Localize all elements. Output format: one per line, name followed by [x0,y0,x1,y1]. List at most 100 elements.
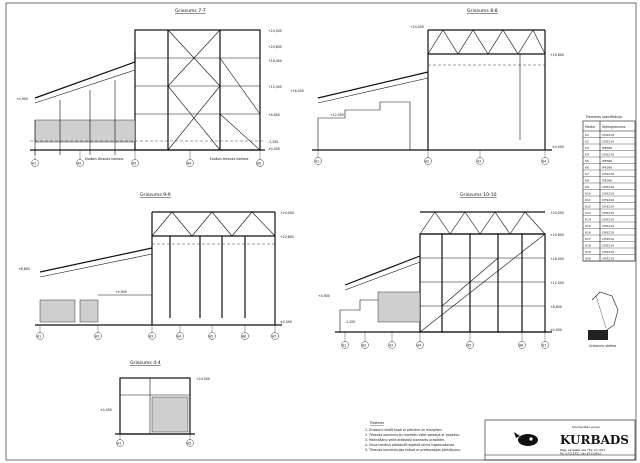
axis-label: A3 [389,344,393,348]
table-cell-section: IPE360 [602,178,612,182]
section-title: Griezums 9-9 [140,192,171,198]
level-mark: +12,000 [268,85,282,89]
table-cell-section: CHS219 [602,204,614,208]
level-mark: +24,000 [268,29,282,33]
axis-label: A1 [117,442,121,446]
level-mark: +24,000 [196,377,210,381]
table-cell-mark: K1 [585,133,589,137]
table-cell-mark: K2 [585,139,589,143]
axis-label: A2 [425,160,429,164]
table-cell-mark: K4 [585,152,589,156]
level-mark: +16,000 [268,59,282,63]
table-header: Marka [585,125,595,129]
level-mark: +8,800 [268,113,280,117]
axis-label: A7 [272,335,276,339]
table-cell-section: CHS219 [602,185,614,189]
axis-label: A2 [362,344,366,348]
table-cell-mark: K15 [585,224,591,228]
key-plan-label: Griezumu shēma [589,344,616,348]
table-cell-mark: K6 [585,165,589,169]
table-cell-section: CHS219 [602,237,614,241]
section-8-8: Griezums 8-8 +24,000 +20,800 +16,000 +12… [290,8,564,165]
table-cell-mark: K10 [585,191,591,195]
level-mark: +20,800 [550,233,564,237]
level-mark: +16,000 [550,257,564,261]
axis-label: A2 [77,162,81,166]
level-mark: ±0,000 [268,147,280,151]
section-title: Griezums 4-4 [130,360,161,366]
callout-note: Esošais tērauda karkass [85,157,124,161]
level-mark: +20,800 [280,235,294,239]
level-mark: +8,800 [18,267,30,271]
company-address: Rīga, Lāčplēša iela 75a, LV-1011 [560,448,605,452]
axis-label: A4 [177,335,181,339]
level-mark: +20,800 [268,45,282,49]
table-title: Elementu specifikācija [586,115,622,119]
key-plan: Griezumu shēma [588,291,619,348]
section-title: Griezums 8-8 [467,8,498,14]
level-mark: +4,900 [16,97,28,101]
table-cell-mark: K17 [585,237,591,241]
axis-label: A2 [95,335,99,339]
company-name: KURBADS [560,433,629,447]
level-mark: ±0,000 [100,408,112,412]
section-9-9: Griezums 9-9 +24,000 +20,800 +8,800 +4,9… [18,192,294,340]
notes-block: Piezīmes 1. Griezumi skatīt kopā ar plān… [365,421,461,452]
table-cell-mark: K9 [585,185,589,189]
table-cell-mark: K8 [585,178,589,182]
level-mark: +8,800 [550,305,562,309]
table-cell-mark: K13 [585,211,591,215]
table-cell-section: CHS219 [602,211,614,215]
level-mark: ±0,000 [280,320,292,324]
table-cell-section: CHS219 [602,133,614,137]
table-cell-mark: K11 [585,198,591,202]
company-subtitle: būvniecības grupa [572,425,600,429]
company-logo-icon [514,432,538,446]
table-cell-section: CHS219 [602,224,614,228]
axis-label: A4 [187,162,191,166]
note-line: 4. Visus izmērus pārbaudīt objektā pirms… [365,443,455,447]
table-cell-section: CHS219 [602,217,614,221]
table-cell-mark: K14 [585,217,591,221]
table-cell-mark: K5 [585,159,589,163]
section-title: Griezums 7-7 [175,8,206,14]
table-cell-section: IPE360 [602,159,612,163]
note-line: 1. Griezumi skatīt kopā ar plāniem un me… [365,428,443,432]
axis-label: A2 [187,442,191,446]
note-line: 2. Tērauda konstrukciju montāžu veikt sa… [365,433,460,437]
table-cell-mark: K18 [585,243,591,247]
section-10-10: Griezums 10-10 +24,000 +20,800 +16,000 +… [318,192,564,349]
axis-label: A4 [417,344,421,348]
axis-label: A6 [242,335,246,339]
note-line: 3. Metināšanu veikt atbilstoši standartu… [365,438,445,442]
table-cell-section: IPE360 [602,165,612,169]
table-cell-mark: K19 [585,250,591,254]
table-cell-section: CHS219 [602,243,614,247]
note-line: 5. Tērauda konstrukcijas krāsot ar pretk… [365,448,461,452]
level-mark: +4,900 [115,290,127,294]
table-cell-mark: K3 [585,146,589,150]
table-cell-section: CHS219 [602,256,614,260]
table-cell-section: CHS219 [602,230,614,234]
axis-label: A1 [37,335,41,339]
section-title: Griezums 10-10 [460,192,497,198]
axis-label: A3 [149,335,153,339]
table-header: Šķērsgriezums [602,124,626,129]
axis-label: A3 [477,160,481,164]
section-4-4: Griezums 4-4 +24,000 ±0,000 A1 A2 [100,360,210,447]
sheet-border [5,2,637,461]
table-cell-section: CHS219 [602,191,614,195]
axis-label: A6 [519,344,523,348]
level-mark: +24,000 [410,25,424,29]
table-cell-mark: K20 [585,256,591,260]
level-mark: ±0,000 [552,145,564,149]
axis-label: A1 [342,344,346,348]
table-cell-mark: K7 [585,172,589,176]
axis-label: A4 [542,160,546,164]
axis-label: A5 [467,344,471,348]
table-cell-section: CHS219 [602,139,614,143]
level-mark: -1,200 [268,140,278,144]
axis-label: A5 [257,162,261,166]
table-cell-mark: K12 [585,204,591,208]
